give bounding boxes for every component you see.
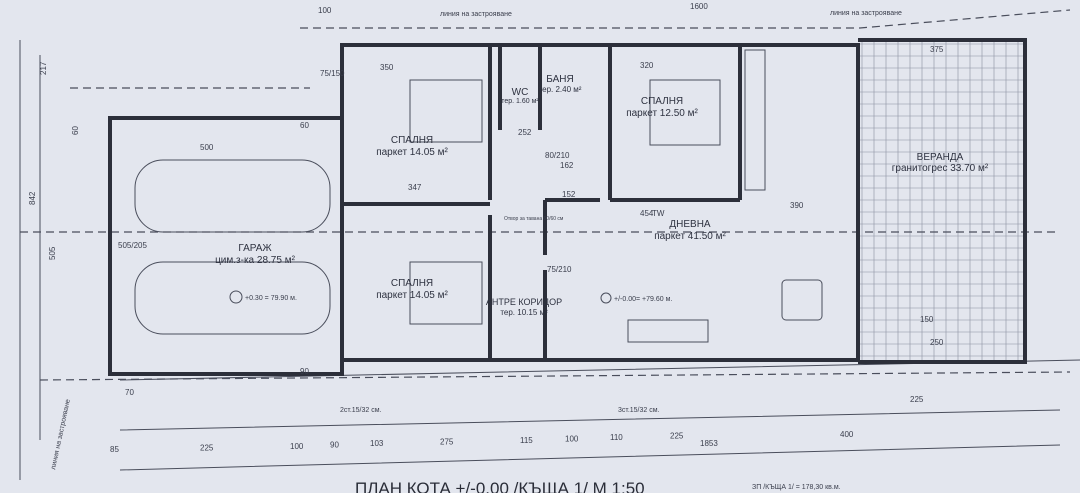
- building-line-label: линия на застрояване: [830, 10, 902, 17]
- room-finish: тер. 10.15 м²: [500, 308, 548, 317]
- dimension-label: 500: [200, 143, 214, 152]
- dimension-label: 252: [518, 128, 532, 137]
- dimension-label: 103: [370, 439, 384, 448]
- bed-icon: [409, 79, 483, 143]
- dimension-label: 320: [640, 61, 654, 70]
- room-finish: гранитогрес 33.70 м²: [892, 163, 989, 174]
- dimension-label: 70: [125, 388, 134, 397]
- room-finish: тер. 2.40 м²: [539, 85, 582, 94]
- dimension-label: 162: [560, 161, 574, 170]
- building-line-label: линия на застрояване: [440, 11, 512, 18]
- room-finish: паркет 14.05 м²: [376, 290, 448, 301]
- dimension-label: 275: [440, 438, 454, 447]
- stairs-label: 3ст.15/32 см.: [618, 407, 660, 414]
- dimension-label: 400: [840, 430, 854, 439]
- dimension-label: 225: [910, 395, 924, 404]
- room-finish: паркет 41.50 м²: [654, 231, 726, 242]
- dimension-label: 80/210: [545, 151, 570, 160]
- dimension-label: 505: [48, 246, 57, 260]
- building-line: [39, 87, 1071, 381]
- dining-table-icon: [781, 279, 823, 321]
- dimension-label: 250: [930, 338, 944, 347]
- dimension-label: 505/205: [118, 241, 147, 250]
- dimension-label: 150: [920, 315, 934, 324]
- room-name: СПАЛНЯ: [641, 96, 683, 107]
- veranda-walls: [858, 38, 1027, 364]
- veranda-tiles: [860, 42, 1024, 360]
- room-name: АНТРЕ КОРИДОР: [486, 297, 562, 307]
- interior-dimensions: 350 320 375 500 347 252 162 152 454 390 150 250 225 8…: [118, 45, 944, 404]
- dimension-label: 90: [300, 367, 309, 376]
- room-labels: СПАЛНЯ паркет 14.05 м² СПАЛНЯ паркет 14.…: [215, 74, 989, 317]
- building-line-top: [300, 9, 1071, 29]
- room-finish: паркет 12.50 м²: [626, 108, 698, 119]
- room-finish: паркет 14.05 м²: [376, 147, 448, 158]
- dimension-label: 375: [930, 45, 944, 54]
- car-icon: [134, 159, 331, 233]
- dimension-label: 60: [71, 126, 80, 135]
- dimension-label: 350: [380, 63, 394, 72]
- built-area: ЗП /КЪЩА 1/ = 178,30 кв.м.: [752, 484, 841, 491]
- garage-elevation-mark: +0.30 = 79.90 м.: [245, 295, 297, 302]
- kitchen-counter: [744, 49, 766, 191]
- car-icon: [134, 261, 331, 335]
- elevation-mark-icon: [600, 292, 612, 304]
- dimension-label: 390: [790, 201, 804, 210]
- dimension-lines: [19, 40, 1080, 480]
- drawing-title: ПЛАН КОТА +/-0.00 /КЪЩА 1/ М 1:50: [355, 479, 645, 493]
- dimension-label: 152: [562, 190, 576, 199]
- dimension-label: 225: [670, 432, 684, 441]
- bottom-dimensions: 85 225 100 90 103 275 115 100 110 225 400: [110, 430, 854, 454]
- dimension-label: 842: [28, 191, 37, 205]
- dimension-label: 347: [408, 183, 422, 192]
- garage-elevation-mark-icon: [229, 290, 243, 304]
- dimension-label: 60: [300, 121, 309, 130]
- dimension-label: 454: [640, 209, 654, 218]
- left-dimensions: 217 60 842 505: [28, 61, 80, 260]
- room-name: ДНЕВНА: [669, 219, 711, 230]
- room-name: БАНЯ: [546, 74, 573, 85]
- dimension-label: 217: [39, 61, 48, 75]
- room-finish: тер. 1.60 м²: [501, 98, 539, 105]
- room-name: ВЕРАНДА: [917, 152, 964, 163]
- dimension-label: 85: [110, 445, 119, 454]
- dimension-label: 225: [200, 444, 214, 453]
- interior-walls: [342, 45, 742, 360]
- chimney-note: Отвор за тавана 60/60 см: [504, 216, 564, 222]
- stairs-label: 2ст.15/32 см.: [340, 407, 382, 414]
- elevation-mark: +/-0.00= +79.60 м.: [614, 296, 672, 303]
- dimension-label: 100: [290, 442, 304, 451]
- dimension-label: 75/150: [320, 69, 345, 78]
- room-name: СПАЛНЯ: [391, 278, 433, 289]
- dimension-label: 110: [610, 433, 623, 442]
- room-name: WC: [512, 87, 529, 98]
- dimension-label: 90: [330, 441, 339, 450]
- room-name: ГАРАЖ: [238, 243, 272, 254]
- bed-icon: [409, 261, 483, 325]
- sofa-icon: [627, 319, 709, 343]
- dimension-label: 115: [520, 436, 533, 445]
- top-dimension: 1600: [690, 2, 708, 11]
- bed-icon: [649, 79, 721, 146]
- dimension-label: 100: [565, 435, 579, 444]
- top-dimension: 100: [318, 6, 332, 15]
- bottom-total-dimension: 1853: [700, 439, 718, 448]
- dimension-label: TW: [652, 209, 665, 218]
- room-name: СПАЛНЯ: [391, 135, 433, 146]
- room-finish: цим.з-ка 28.75 м²: [215, 255, 295, 266]
- dimension-label: 75/210: [547, 265, 572, 274]
